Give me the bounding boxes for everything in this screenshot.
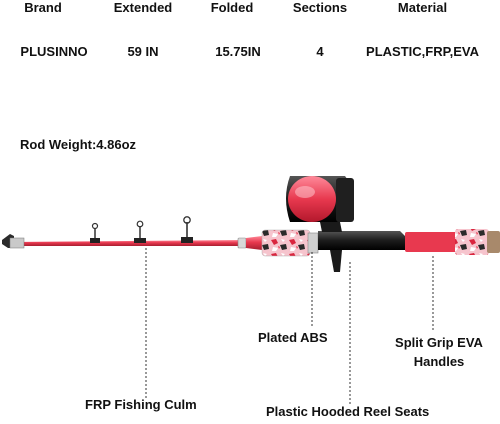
header-brand: Brand bbox=[24, 0, 62, 15]
rod-blank bbox=[10, 240, 240, 246]
callout-split-grip: Split Grip EVA Handles bbox=[395, 335, 483, 369]
front-grip bbox=[261, 229, 311, 257]
reel-seat bbox=[318, 231, 405, 250]
header-extended: Extended bbox=[113, 0, 173, 15]
callout-frp-culm: FRP Fishing Culm bbox=[85, 397, 197, 412]
spec-values-row: PLUSINNO 59 IN 15.75IN 4 PLASTIC,FRP,EVA bbox=[0, 44, 500, 64]
spec-table: Brand Extended Folded Sections Material … bbox=[0, 0, 500, 59]
rear-grip bbox=[405, 232, 457, 252]
value-sections: 4 bbox=[316, 44, 324, 59]
header-material: Material bbox=[397, 0, 448, 15]
trigger bbox=[330, 250, 342, 272]
spec-header-row: Brand Extended Folded Sections Material bbox=[0, 0, 500, 20]
fishing-rod-illustration bbox=[2, 176, 500, 404]
spincast-reel bbox=[286, 176, 354, 232]
value-folded: 15.75IN bbox=[215, 44, 261, 59]
value-brand: PLUSINNO bbox=[20, 44, 88, 59]
header-folded: Folded bbox=[210, 0, 254, 15]
callout-reel-seats: Plastic Hooded Reel Seats bbox=[266, 404, 430, 419]
rod-weight-label: Rod Weight:4.86oz bbox=[20, 137, 137, 152]
line-guide-1 bbox=[90, 222, 100, 243]
cork-butt bbox=[487, 231, 500, 253]
value-extended: 59 IN bbox=[127, 44, 159, 59]
header-sections: Sections bbox=[292, 0, 348, 15]
callout-plated-abs: Plated ABS bbox=[258, 330, 328, 345]
line-guide-2 bbox=[134, 220, 146, 243]
value-material: PLASTIC,FRP,EVA bbox=[366, 44, 479, 59]
rod-segment-joint bbox=[237, 237, 247, 249]
line-guide-3 bbox=[181, 216, 193, 243]
